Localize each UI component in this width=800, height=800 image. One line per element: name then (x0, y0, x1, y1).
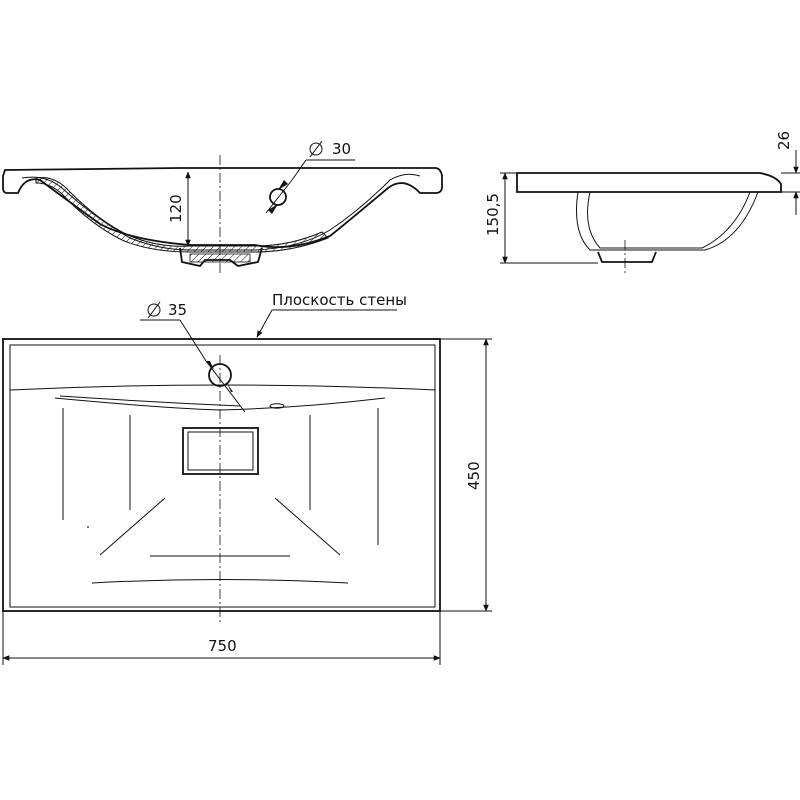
svg-text:30: 30 (332, 140, 351, 158)
diameter-30-label: 30 (309, 140, 351, 158)
dim-750: 750 (208, 637, 237, 655)
svg-text:Плоскость стены: Плоскость стены (272, 291, 407, 309)
dim-120: 120 (167, 194, 185, 223)
diameter-35-label: 35 (147, 301, 187, 319)
side-view: 150,5 26 (484, 131, 800, 275)
dim-450: 450 (465, 461, 483, 490)
faucet-hole-30-front (269, 188, 287, 206)
dim-150-5: 150,5 (484, 193, 502, 236)
svg-text:35: 35 (168, 301, 187, 319)
dim-26: 26 (775, 131, 793, 150)
overflow-outlet (182, 427, 259, 475)
front-section-view: 120 30 (2, 140, 443, 275)
wall-plane-label: Плоскость стены (256, 291, 407, 338)
top-view: 35 Плоскость стены 450 750 (2, 291, 492, 665)
